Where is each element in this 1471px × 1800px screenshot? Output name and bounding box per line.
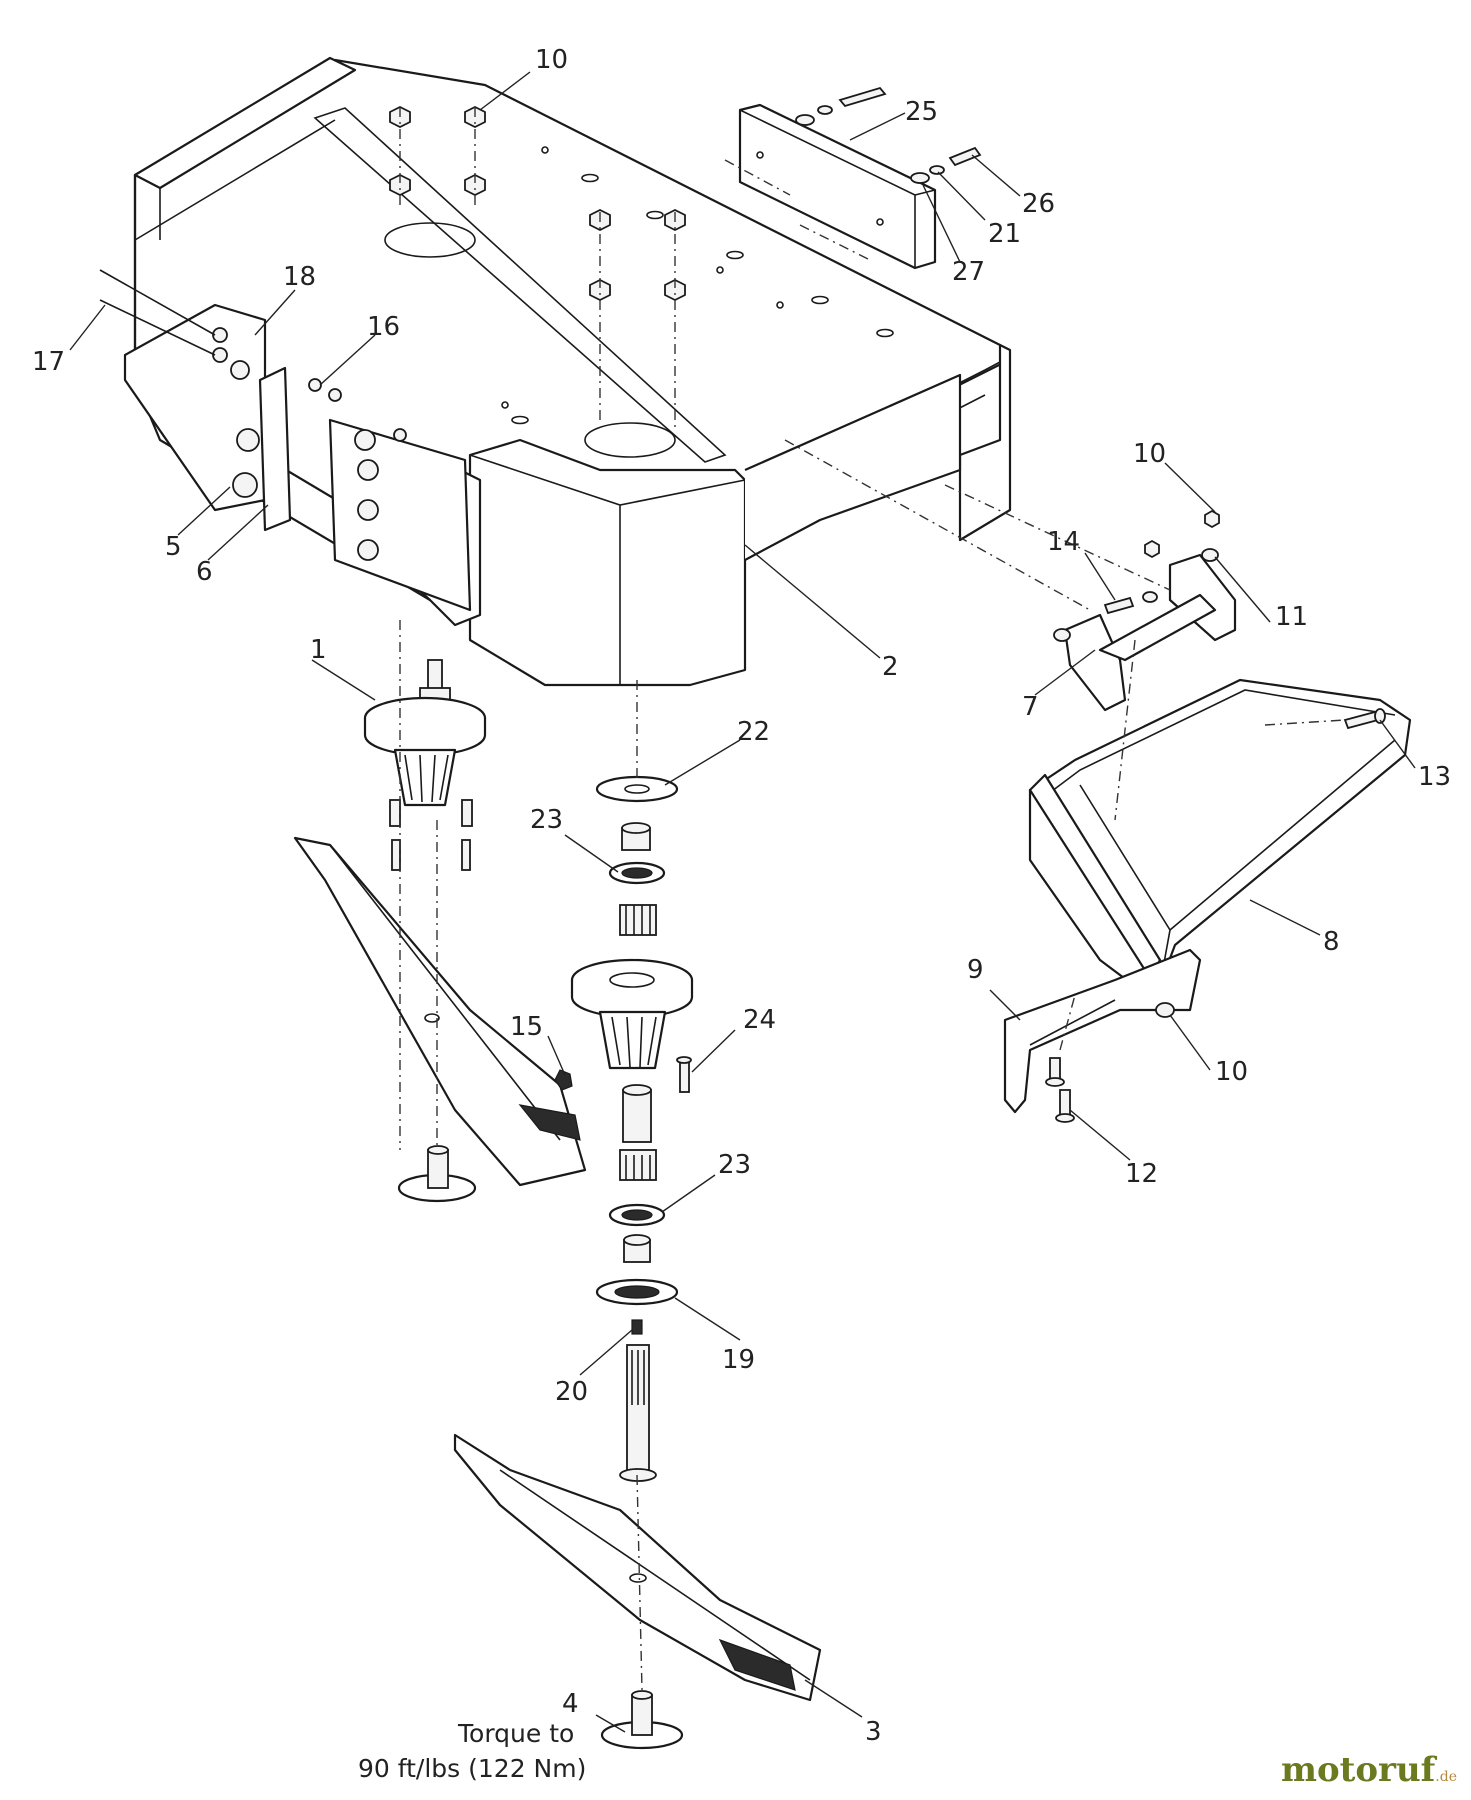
leader-lines [69,71,1416,1733]
watermark-logo: motoruf.de [1281,1750,1457,1790]
callout-20: 20 [555,1377,588,1407]
mower-deck [133,56,1012,687]
callout-19: 19 [722,1345,755,1375]
callout-10c: 10 [1215,1057,1248,1087]
callout-21: 21 [988,219,1021,249]
rear-baffle [738,86,982,270]
callout-24: 24 [743,1005,776,1035]
callout-5: 5 [165,532,182,562]
callout-1: 1 [310,635,327,665]
callout-26: 26 [1022,189,1055,219]
left-blade-bolt [397,1145,477,1203]
callout-22: 22 [737,717,770,747]
callout-9: 9 [967,955,984,985]
callout-8: 8 [1323,927,1340,957]
callout-11: 11 [1275,602,1308,632]
callout-23a: 23 [530,805,563,835]
discharge-bracket [1053,509,1237,712]
callout-14: 14 [1047,527,1080,557]
callout-4: 4 [562,1689,579,1719]
callout-13: 13 [1418,762,1451,792]
callout-23b: 23 [718,1150,751,1180]
chute-hardware [1045,708,1386,1123]
callout-6: 6 [196,557,213,587]
callout-2: 2 [882,652,899,682]
deflector-rod [1003,948,1202,1114]
callout-16: 16 [367,312,400,342]
alignment-lines [399,107,1346,1691]
torque-note-line2: 90 ft/lbs (122 Nm) [358,1754,586,1783]
callout-17: 17 [32,347,65,377]
callout-27: 27 [952,257,985,287]
right-blade [453,1433,822,1702]
bottom-blade-bolt [600,1690,684,1750]
gauge-wheel-bracket [99,269,472,612]
callout-10b: 10 [1133,439,1166,469]
callout-3: 3 [865,1717,882,1747]
center-spindle-stack [554,775,694,1482]
callout-10a: 10 [535,45,568,75]
callout-25: 25 [905,97,938,127]
callout-7: 7 [1022,692,1039,722]
discharge-chute [1028,678,1412,992]
callout-18: 18 [283,262,316,292]
watermark-tld: .de [1435,1769,1457,1785]
callouts: 10 25 26 21 27 18 17 16 5 6 1 2 10 14 11… [32,45,1451,1783]
callout-12: 12 [1125,1159,1158,1189]
deck-top-nuts [389,105,686,302]
left-spindle-assembly [363,659,487,871]
callout-15: 15 [510,1012,543,1042]
watermark-main: motoruf [1281,1750,1436,1790]
left-blade [293,836,587,1187]
torque-note-line1: Torque to [457,1719,574,1748]
